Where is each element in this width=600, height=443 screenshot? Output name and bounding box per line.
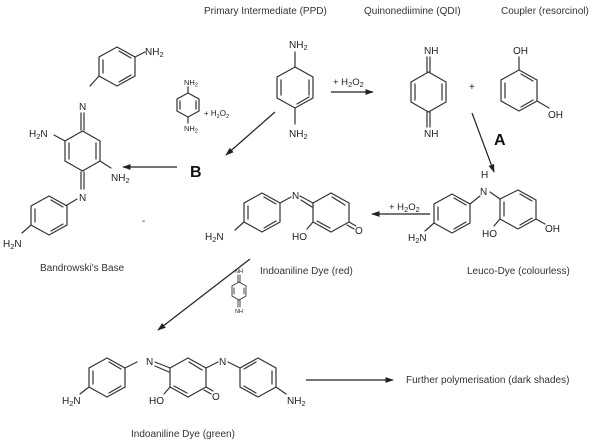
minus-mark: - (142, 216, 145, 227)
pathway-b-label: B (190, 164, 202, 181)
svg-text:H2N: H2N (3, 239, 22, 251)
svg-text:NH2: NH2 (289, 129, 308, 141)
svg-text:NH2: NH2 (145, 47, 164, 59)
molecule-leuco-dye: H2N H N HO OH (408, 170, 560, 245)
molecule-indoaniline-red: H2N N HO O (205, 191, 363, 244)
svg-text:N: N (219, 357, 226, 368)
reagent-h2o2-1: + H2O2 (333, 77, 364, 89)
pathway-a-label: A (494, 132, 506, 149)
svg-text:N: N (79, 102, 86, 113)
svg-text:NH2: NH2 (111, 173, 130, 185)
svg-text:NH: NH (424, 46, 438, 57)
label-qdi: Quinonediimine (QDI) (364, 6, 461, 17)
svg-text:O: O (355, 226, 363, 237)
molecule-bandrowski-base: NH2 N H2N NH2 N H2N (3, 46, 164, 251)
arrow-ppd-to-b (225, 111, 276, 156)
reagent-h2o2-3: + H2O2 (389, 202, 420, 214)
svg-text:N: N (79, 193, 86, 204)
molecule-resorcinol: OH OH (500, 46, 563, 121)
svg-text:H2N: H2N (62, 396, 81, 408)
svg-text:HO: HO (149, 396, 164, 407)
svg-text:OH: OH (545, 224, 560, 235)
svg-text:N: N (292, 191, 299, 202)
svg-text:NH: NH (235, 269, 243, 275)
svg-text:OH: OH (548, 110, 563, 121)
svg-text:NH2: NH2 (287, 396, 306, 408)
molecule-indoaniline-green: H2N N HO O N NH2 (62, 357, 306, 408)
svg-text:O: O (212, 392, 220, 403)
svg-text:H2N: H2N (408, 233, 427, 245)
svg-text:H: H (481, 170, 488, 181)
svg-text:H2N: H2N (205, 232, 224, 244)
svg-text:NH: NH (235, 309, 243, 315)
label-indoaniline-green: Indoaniline Dye (green) (131, 429, 235, 440)
svg-text:NH2: NH2 (184, 78, 198, 89)
plus-sign: + (469, 82, 475, 93)
svg-text:N: N (480, 187, 487, 198)
molecule-qdi: NH NH (410, 46, 447, 140)
reagent-h2o2-2: + H2O2 (204, 109, 229, 120)
svg-text:NH2: NH2 (289, 40, 308, 52)
svg-text:N: N (146, 357, 153, 368)
svg-text:HO: HO (482, 229, 497, 240)
label-indoaniline-red: Indoaniline Dye (red) (260, 266, 353, 277)
molecule-qdi-small: NH NH (231, 269, 247, 315)
svg-text:HO: HO (292, 232, 307, 243)
arrow-red-to-green (157, 258, 251, 331)
label-bandrowski-base: Bandrowski's Base (40, 263, 125, 274)
label-further-polymerisation: Further polymerisation (dark shades) (406, 375, 569, 386)
arrow-pathway-a (471, 112, 495, 173)
label-ppd: Primary Intermediate (PPD) (204, 6, 327, 17)
label-coupler: Coupler (resorcinol) (501, 6, 589, 17)
molecule-ppd: NH2 NH2 (276, 40, 314, 141)
molecule-ppd-small: NH2 NH2 (176, 78, 200, 135)
svg-text:NH: NH (424, 129, 438, 140)
svg-text:OH: OH (513, 46, 528, 57)
label-leuco-dye: Leuco-Dye (colourless) (467, 266, 570, 277)
svg-text:H2N: H2N (29, 129, 48, 141)
svg-text:NH2: NH2 (184, 124, 198, 135)
